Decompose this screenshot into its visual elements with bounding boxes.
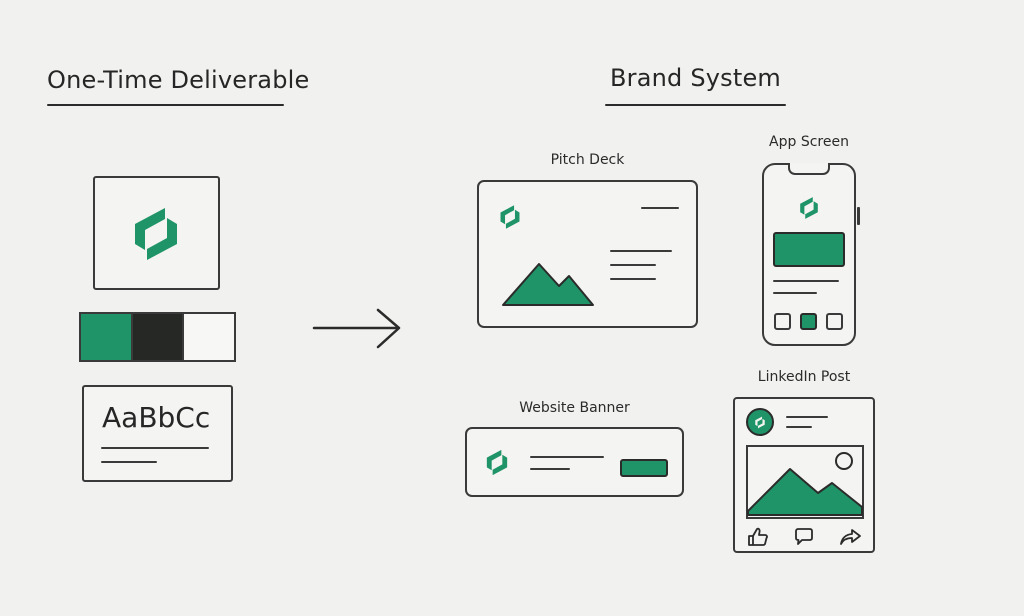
one-time-deliverable-heading: One-Time Deliverable [47, 66, 310, 94]
post-image [746, 445, 864, 519]
sun-icon [835, 452, 853, 470]
linkedin-post-label: LinkedIn Post [757, 369, 851, 385]
text-line [101, 447, 209, 449]
text-line [101, 461, 157, 463]
like-icon [748, 527, 768, 546]
app-tile-active [800, 313, 817, 330]
swatch-charcoal [132, 314, 185, 360]
app-hero-block [773, 232, 845, 267]
phone-side-button [857, 207, 860, 225]
type-sample: AaBbCc [102, 401, 211, 434]
typography-card: AaBbCc [82, 385, 233, 482]
swatch-green [81, 314, 133, 360]
phone-frame [762, 163, 860, 346]
text-line [530, 468, 570, 470]
brand-system-underline [605, 104, 786, 106]
text-line [610, 250, 672, 252]
app-tile [826, 313, 843, 330]
mountain-image-icon [747, 452, 863, 516]
text-line [786, 416, 828, 418]
swatch-white [184, 314, 235, 360]
website-banner-label: Website Banner [519, 400, 630, 416]
brand-logo-icon [800, 197, 818, 219]
phone-notch [788, 163, 830, 175]
arrow-right-icon [312, 308, 401, 349]
brand-system-heading: Brand System [610, 64, 782, 92]
share-icon [840, 529, 861, 545]
linkedin-post [733, 397, 875, 553]
pitch-deck-slide [477, 180, 698, 328]
app-screen-label: App Screen [769, 134, 849, 150]
text-line [610, 264, 656, 266]
text-line [610, 278, 656, 280]
brand-logo-icon [755, 416, 765, 429]
text-line [530, 456, 604, 458]
one-time-heading-underline [47, 104, 284, 106]
pitch-deck-label: Pitch Deck [550, 152, 625, 168]
slide-title-line [641, 207, 679, 209]
text-line [786, 426, 812, 428]
logo-card [93, 176, 220, 290]
mountain-image-icon [502, 263, 594, 306]
text-line [773, 280, 839, 282]
app-tile [774, 313, 791, 330]
website-banner [465, 427, 684, 497]
text-line [773, 292, 817, 294]
banner-cta-button [620, 459, 668, 477]
comment-icon [795, 528, 813, 545]
brand-logo-icon [486, 449, 508, 476]
brand-logo-icon [500, 205, 520, 229]
avatar [746, 408, 774, 436]
color-palette [79, 312, 236, 362]
brand-logo-icon [135, 208, 177, 260]
